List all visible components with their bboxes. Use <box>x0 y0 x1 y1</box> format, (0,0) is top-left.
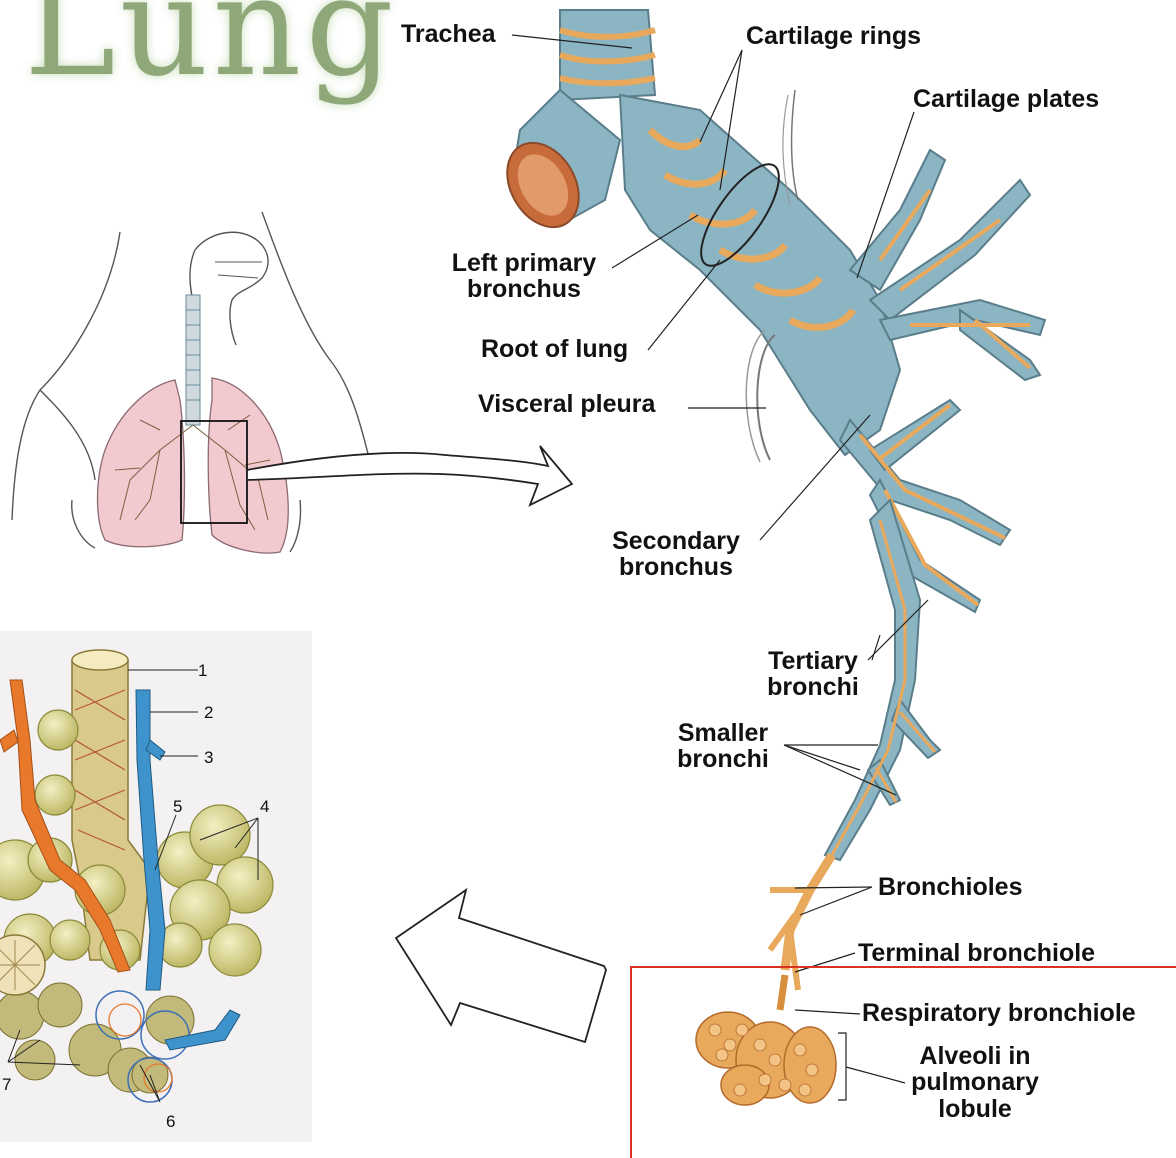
label-terminal-bronchiole: Terminal bronchiole <box>858 940 1095 966</box>
body-trachea <box>186 295 200 425</box>
right-lung-shape <box>98 380 185 547</box>
detail-arrow <box>396 890 606 1042</box>
label-secondary-bronchus-line2: bronchus <box>600 554 752 580</box>
label-left-primary-bronchus-line2: bronchus <box>440 276 608 302</box>
label-secondary-bronchus-line1: Secondary <box>600 528 752 554</box>
label-tertiary-bronchi-line2: bronchi <box>757 674 869 700</box>
label-alveoli-pulmonary-lobule: Alveoli in pulmonary lobule <box>900 1043 1050 1122</box>
label-secondary-bronchus: Secondary bronchus <box>600 528 752 581</box>
label-alveoli-line3: lobule <box>900 1096 1050 1122</box>
label-smaller-bronchi: Smaller bronchi <box>664 720 782 773</box>
inset-number-6: 6 <box>166 1112 175 1132</box>
label-smaller-bronchi-line2: bronchi <box>664 746 782 772</box>
label-trachea: Trachea <box>401 21 496 47</box>
label-tertiary-bronchi-line1: Tertiary <box>757 648 869 674</box>
label-respiratory-bronchiole: Respiratory bronchiole <box>862 1000 1136 1026</box>
label-tertiary-bronchi: Tertiary bronchi <box>757 648 869 701</box>
label-cartilage-plates: Cartilage plates <box>913 86 1099 112</box>
inset-number-7: 7 <box>2 1075 11 1095</box>
label-left-primary-bronchus-line1: Left primary <box>440 250 608 276</box>
label-alveoli-line1: Alveoli in <box>900 1043 1050 1069</box>
label-visceral-pleura: Visceral pleura <box>478 391 655 417</box>
label-cartilage-rings: Cartilage rings <box>746 23 921 49</box>
inset-number-4: 4 <box>260 797 269 817</box>
inset-number-2: 2 <box>204 703 213 723</box>
label-root-of-lung: Root of lung <box>481 336 628 362</box>
zoom-arrow <box>247 446 572 505</box>
label-smaller-bronchi-line1: Smaller <box>664 720 782 746</box>
page-title: Lung <box>24 0 398 96</box>
inset-number-5: 5 <box>173 797 182 817</box>
label-left-primary-bronchus: Left primary bronchus <box>440 250 608 303</box>
label-bronchioles: Bronchioles <box>878 874 1022 900</box>
inset-number-3: 3 <box>204 748 213 768</box>
label-alveoli-line2: pulmonary <box>900 1069 1050 1095</box>
inset-number-1: 1 <box>198 661 207 681</box>
